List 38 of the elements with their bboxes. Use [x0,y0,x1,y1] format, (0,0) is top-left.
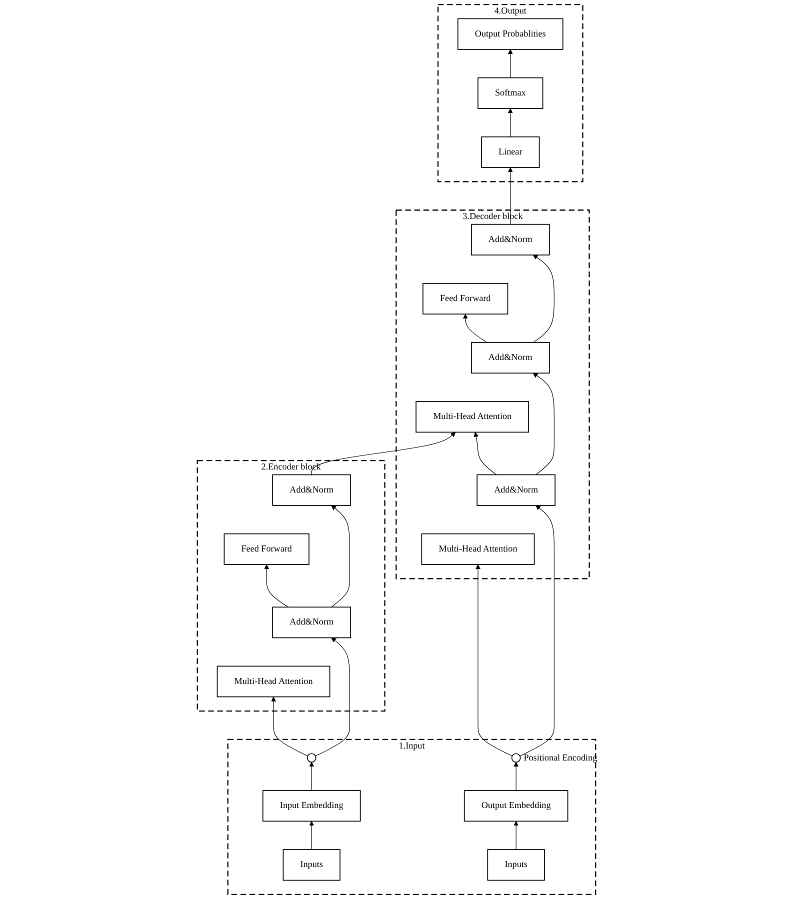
node-box: Inputs [282,849,340,881]
arrow [311,432,456,476]
node-box: Output Embedding [464,790,568,822]
node-box: Add&Norm [470,224,550,256]
arrow [309,762,314,791]
node-circle [511,753,521,763]
node-box: Multi-Head Attention [416,401,530,433]
arrow [264,564,289,608]
node-box: Linear [481,136,540,168]
arrow [520,505,554,756]
node-box: Multi-Head Attention [421,533,535,565]
arrow [315,638,350,756]
arrow [331,505,350,608]
node-box: Add&Norm [476,474,556,506]
node-box: Add&Norm [272,606,352,638]
arrow [462,314,488,343]
arrow [514,762,519,791]
arrow [532,372,554,476]
arrow [476,564,513,756]
node-box: Feed Forward [422,282,508,314]
node-box: Add&Norm [272,474,352,506]
node-box: Output Probablities [457,18,564,50]
node-box: Input Embedding [262,790,361,822]
arrow [474,432,497,476]
arrow [508,167,513,225]
arrow [508,49,513,78]
node-box: Feed Forward [224,533,310,565]
node-circle [306,753,316,763]
node-box: Multi-Head Attention [216,666,330,698]
arrow [532,254,554,343]
node-box: Softmax [478,77,544,109]
node-box: Add&Norm [470,342,550,374]
arrow [514,820,519,850]
arrow [271,696,308,756]
arrow [309,820,314,850]
arrow [508,108,513,138]
annotation-text: Positional Encoding [524,752,598,763]
node-box: Inputs [487,849,545,881]
